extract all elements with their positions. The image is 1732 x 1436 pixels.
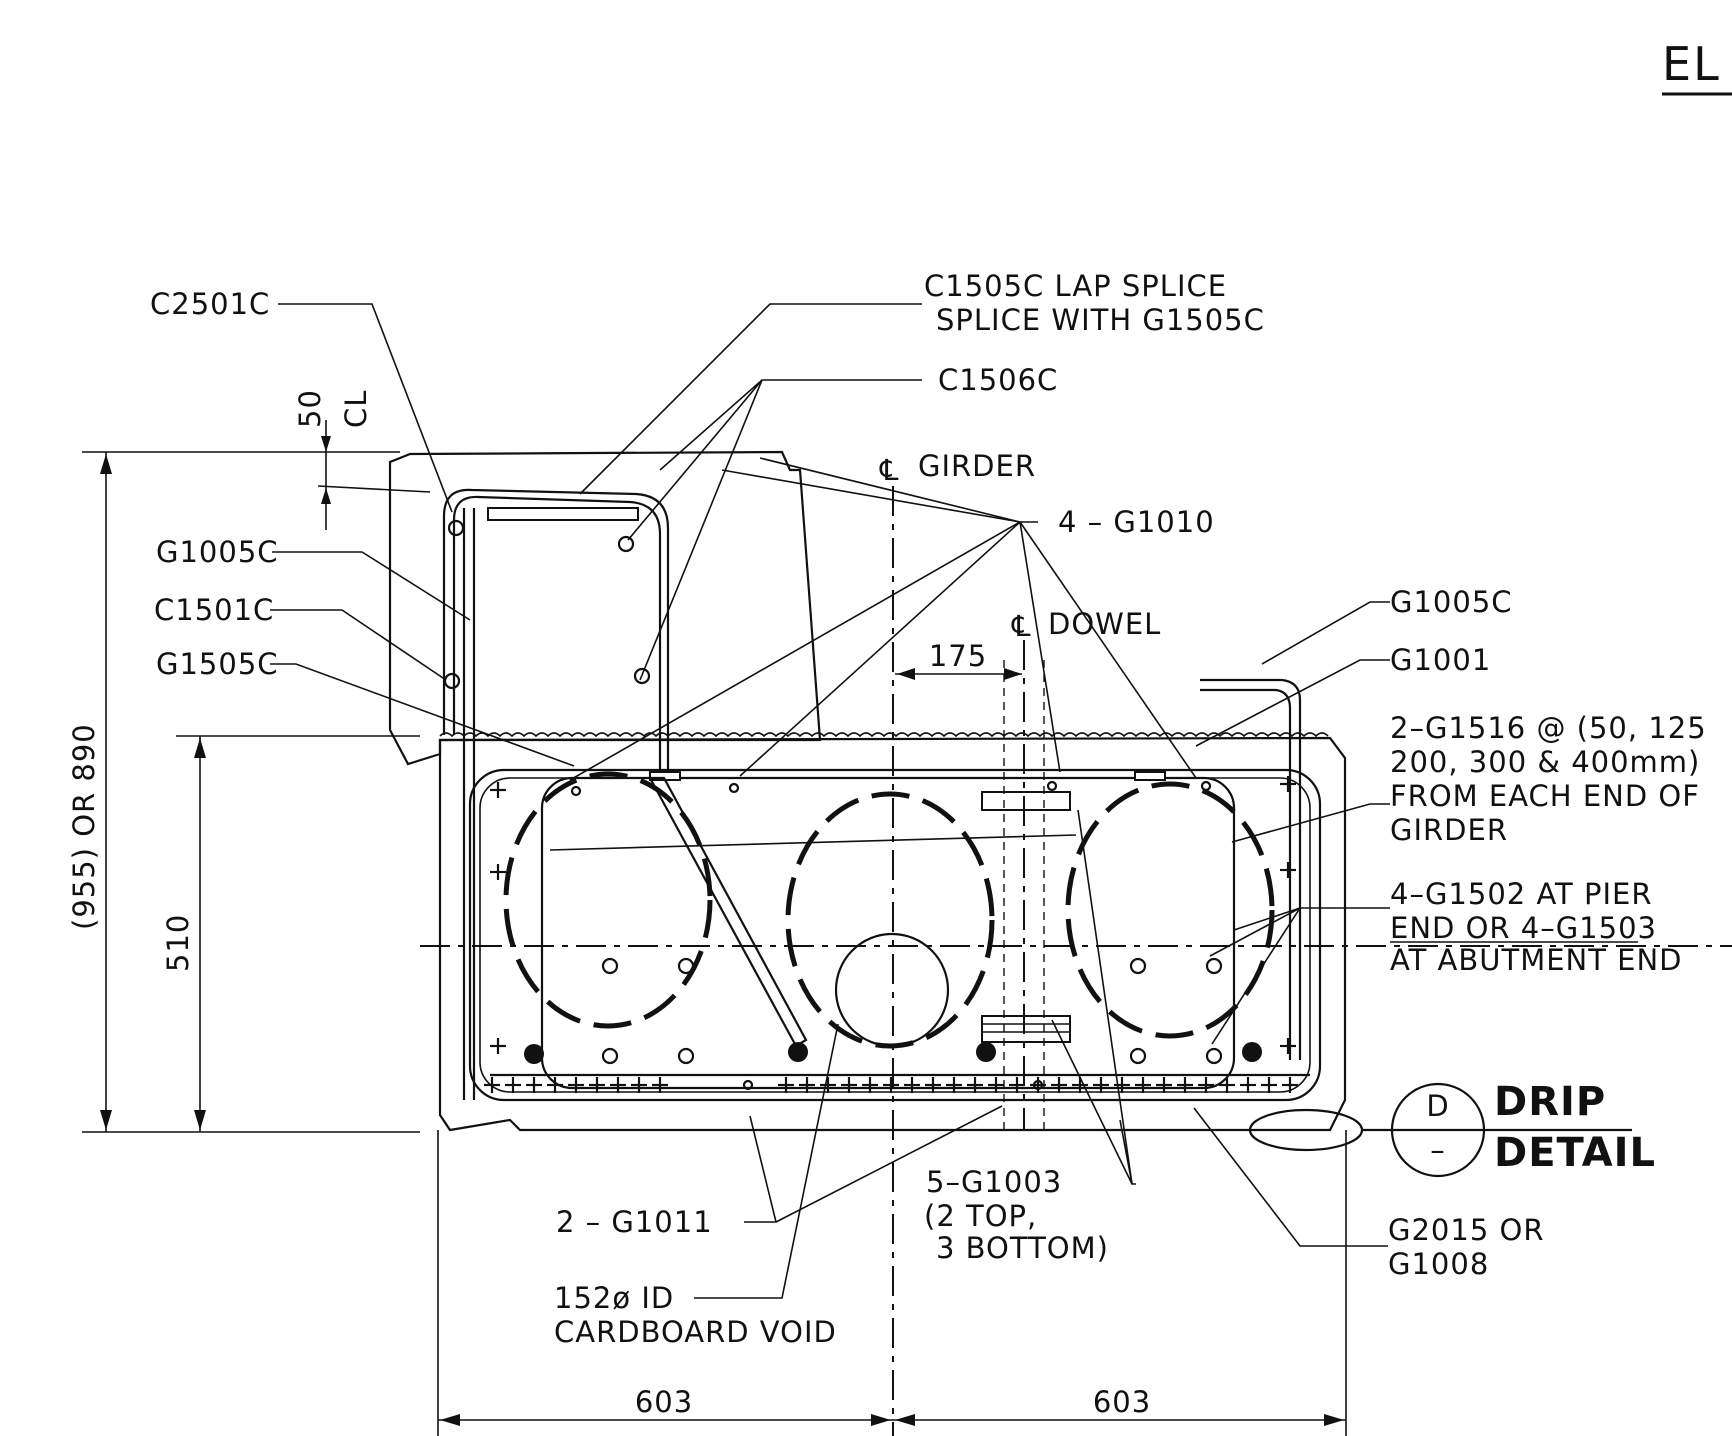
cover-line xyxy=(468,768,1322,1102)
barrier-stirrup xyxy=(452,495,662,780)
detail-label: DETAIL xyxy=(1494,1130,1656,1176)
label-void-1: 152ø ID xyxy=(554,1281,674,1315)
prestress-solid-bars xyxy=(524,1042,1262,1064)
label-cl-dowel: DOWEL xyxy=(1048,607,1161,641)
label-g2015-1: G2015 OR xyxy=(1388,1213,1544,1247)
label-g1516-1: 2–G1516 @ (50, 125 xyxy=(1390,711,1707,745)
dowel-plate-bottom xyxy=(981,1015,1071,1043)
drip-sheet: – xyxy=(1430,1133,1446,1167)
label-g1005c-left: G1005C xyxy=(156,535,279,569)
label-5-g1003-3: 3 BOTTOM) xyxy=(936,1231,1109,1265)
right-hook-bar xyxy=(1200,678,1302,1060)
dowel-offset-dim: 175 xyxy=(929,639,987,673)
label-g2015-2: G1008 xyxy=(1388,1247,1489,1281)
right-hook-bar-2 xyxy=(1200,688,1292,1060)
construction-joint xyxy=(439,732,1329,738)
label-g1516-4: GIRDER xyxy=(1390,813,1508,847)
drip-letter: D xyxy=(1426,1089,1449,1123)
label-g1005c-right: G1005C xyxy=(1390,585,1513,619)
drawing-title: EL xyxy=(1662,37,1721,91)
label-5-g1003-2: (2 TOP, xyxy=(924,1199,1037,1233)
label-void-2: CARDBOARD VOID xyxy=(554,1315,837,1349)
cl-dowel-symbol: ℄ xyxy=(1011,609,1032,643)
label-c1501c: C1501C xyxy=(154,593,274,627)
label-cl-girder: GIRDER xyxy=(918,449,1036,483)
barrier-stirrup-inner xyxy=(442,488,670,780)
dowel-plate-top xyxy=(981,791,1071,811)
cl-girder-symbol: ℄ xyxy=(879,453,900,487)
overall-height-dim: (955) OR 890 xyxy=(67,723,101,930)
girder-outline xyxy=(438,736,1347,1132)
drip-label: DRIP xyxy=(1494,1079,1606,1125)
label-5-g1003-1: 5–G1003 xyxy=(926,1165,1062,1199)
strand-markers xyxy=(484,776,1298,1093)
label-g1516-3: FROM EACH END OF xyxy=(1390,779,1700,813)
width-dim-right: 603 xyxy=(1093,1385,1151,1419)
label-g1502-3: AT ABUTMENT END xyxy=(1390,943,1683,977)
cover-cl: CL xyxy=(339,390,373,428)
lap-splice-bar xyxy=(487,507,639,521)
label-g1502-1: 4–G1502 AT PIER xyxy=(1390,877,1652,911)
label-c1506c: C1506C xyxy=(938,363,1058,397)
label-c2501c: C2501C xyxy=(150,287,270,321)
void-right xyxy=(1065,781,1275,1039)
label-g1001: G1001 xyxy=(1390,643,1491,677)
width-dim-left: 603 xyxy=(635,1385,693,1419)
diagonal-bar xyxy=(648,776,808,1048)
label-g1505c: G1505C xyxy=(156,647,279,681)
girder-height-dim: 510 xyxy=(161,914,195,972)
label-g1516-2: 200, 300 & 400mm) xyxy=(1390,745,1700,779)
void-left xyxy=(503,771,713,1029)
void-center xyxy=(785,791,995,1049)
label-c1505c-lap-2: SPLICE WITH G1505C xyxy=(936,303,1265,337)
top-bar-right xyxy=(1134,771,1166,781)
stirrup-inner xyxy=(540,776,1236,1090)
label-c1505c-lap-1: C1505C LAP SPLICE xyxy=(924,269,1227,303)
leader-lines xyxy=(270,303,1390,1299)
label-4-g1010: 4 – G1010 xyxy=(1058,505,1215,539)
label-2-g1011: 2 – G1011 xyxy=(556,1205,713,1239)
label-g1502-2: END OR 4–G1503 xyxy=(1390,911,1657,945)
cover-dim: 50 xyxy=(293,389,327,428)
